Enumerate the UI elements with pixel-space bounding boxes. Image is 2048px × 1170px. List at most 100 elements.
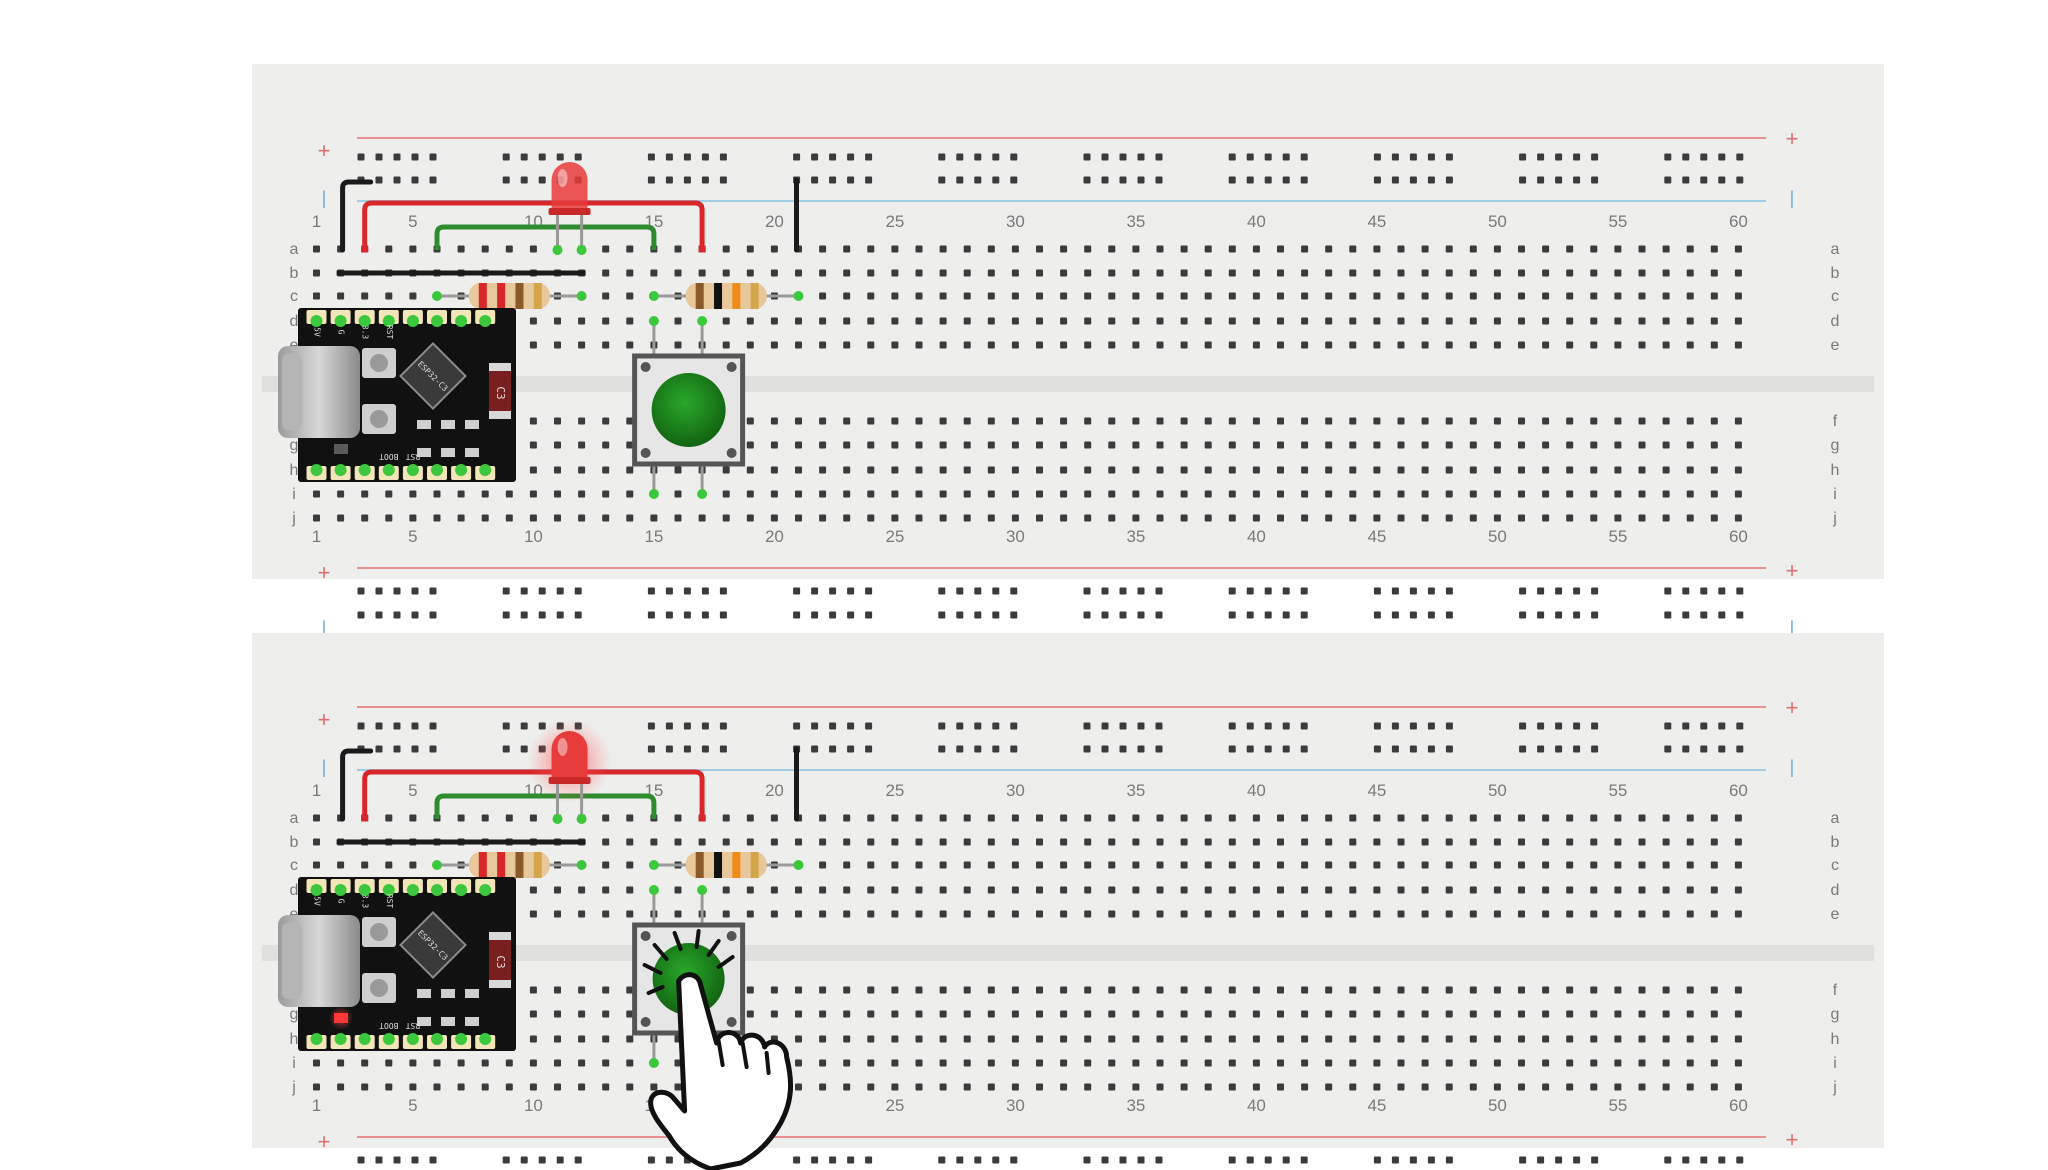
terminal-hole (1469, 861, 1477, 869)
led-pin-dot (576, 814, 587, 824)
press-hand-icon (642, 929, 794, 1170)
terminal-hole (1397, 341, 1405, 349)
terminal-hole (1373, 910, 1381, 918)
terminal-hole (1373, 466, 1381, 474)
pushbutton-screw (640, 362, 651, 372)
rail-hole (1664, 745, 1672, 753)
rail-hole (1736, 745, 1744, 753)
terminal-hole (819, 269, 827, 277)
pin-label: 5V (313, 896, 322, 906)
terminal-hole (1204, 814, 1212, 822)
terminal-hole (529, 814, 537, 822)
terminal-hole (843, 245, 851, 253)
terminal-hole (1156, 838, 1164, 846)
terminal-hole (481, 1083, 489, 1091)
terminal-hole (578, 910, 586, 918)
terminal-hole (1614, 910, 1622, 918)
terminal-hole (1277, 814, 1284, 822)
rail-hole (1228, 153, 1236, 161)
terminal-hole (1228, 514, 1236, 522)
terminal-hole (1011, 245, 1019, 253)
terminal-hole (1614, 514, 1622, 522)
rail-hole (429, 745, 437, 753)
terminal-hole (1325, 341, 1333, 349)
row-letter: h (1831, 1031, 1840, 1048)
terminal-hole (1277, 886, 1284, 894)
terminal-hole (963, 1010, 971, 1018)
resistor-body (468, 283, 550, 309)
terminal-hole (1493, 838, 1501, 846)
terminal-hole (843, 292, 851, 300)
terminal-hole (1373, 1083, 1381, 1091)
rail-hole (429, 587, 437, 595)
resistor-band (714, 852, 723, 878)
terminal-hole (1060, 317, 1068, 325)
terminal-hole (963, 1059, 971, 1067)
terminal-hole (1301, 986, 1309, 994)
rail-hole (502, 722, 510, 730)
rail-hole (974, 153, 982, 161)
rail-hole (1409, 176, 1417, 184)
terminal-hole (1397, 269, 1405, 277)
row-letter: f (1833, 982, 1838, 999)
terminal-hole (1277, 1010, 1284, 1018)
terminal-hole (1108, 341, 1116, 349)
terminal-hole (891, 269, 899, 277)
terminal-hole (1349, 1010, 1357, 1018)
terminal-hole (1614, 341, 1622, 349)
terminal-hole (1614, 245, 1622, 253)
terminal-hole (554, 317, 561, 325)
terminal-hole (1469, 269, 1477, 277)
terminal-hole (1421, 1035, 1429, 1043)
terminal-hole (1469, 886, 1477, 894)
column-number: 50 (1488, 1096, 1507, 1115)
terminal-hole (578, 986, 586, 994)
terminal-hole (1734, 490, 1742, 498)
rail-hole (1700, 745, 1708, 753)
terminal-hole (891, 1059, 899, 1067)
rail-hole (1137, 587, 1145, 595)
terminal-hole (1518, 1010, 1525, 1018)
rail-hole (956, 611, 964, 619)
column-number: 35 (1126, 781, 1145, 800)
terminal-hole (1011, 910, 1019, 918)
terminal-hole (1662, 838, 1670, 846)
row-letter: h (1831, 462, 1840, 479)
terminal-hole (1180, 861, 1188, 869)
rail-hole (1591, 1156, 1599, 1164)
terminal-hole (1662, 886, 1670, 894)
terminal-hole (1493, 292, 1501, 300)
rail-hole (1519, 722, 1527, 730)
column-number: 45 (1367, 781, 1386, 800)
terminal-hole (1542, 466, 1550, 474)
terminal-hole (1710, 861, 1718, 869)
terminal-hole (987, 269, 995, 277)
terminal-hole (1662, 292, 1670, 300)
terminal-hole (1252, 861, 1260, 869)
rail-hole (1718, 153, 1726, 161)
terminal-hole (1228, 292, 1236, 300)
terminal-hole (1325, 1059, 1333, 1067)
column-number: 5 (408, 212, 417, 231)
smd-component (465, 989, 479, 998)
terminal-hole (1060, 441, 1068, 449)
terminal-hole (1204, 490, 1212, 498)
led-pin-dot (576, 245, 587, 255)
terminal-hole (1662, 861, 1670, 869)
reset-button-knob (370, 979, 388, 997)
rail-hole (956, 176, 964, 184)
terminal-hole (1614, 814, 1622, 822)
pin-label: G (337, 330, 346, 335)
terminal-hole (1036, 1083, 1043, 1091)
rail-hole (1264, 587, 1272, 595)
terminal-hole (1060, 245, 1068, 253)
terminal-hole (602, 910, 610, 918)
terminal-hole (819, 441, 827, 449)
terminal-hole (1084, 886, 1092, 894)
terminal-hole (987, 466, 995, 474)
terminal-hole (1301, 910, 1309, 918)
terminal-hole (674, 317, 682, 325)
rail-hole (1409, 745, 1417, 753)
rail-hole (1555, 176, 1563, 184)
terminal-hole (1614, 417, 1622, 425)
